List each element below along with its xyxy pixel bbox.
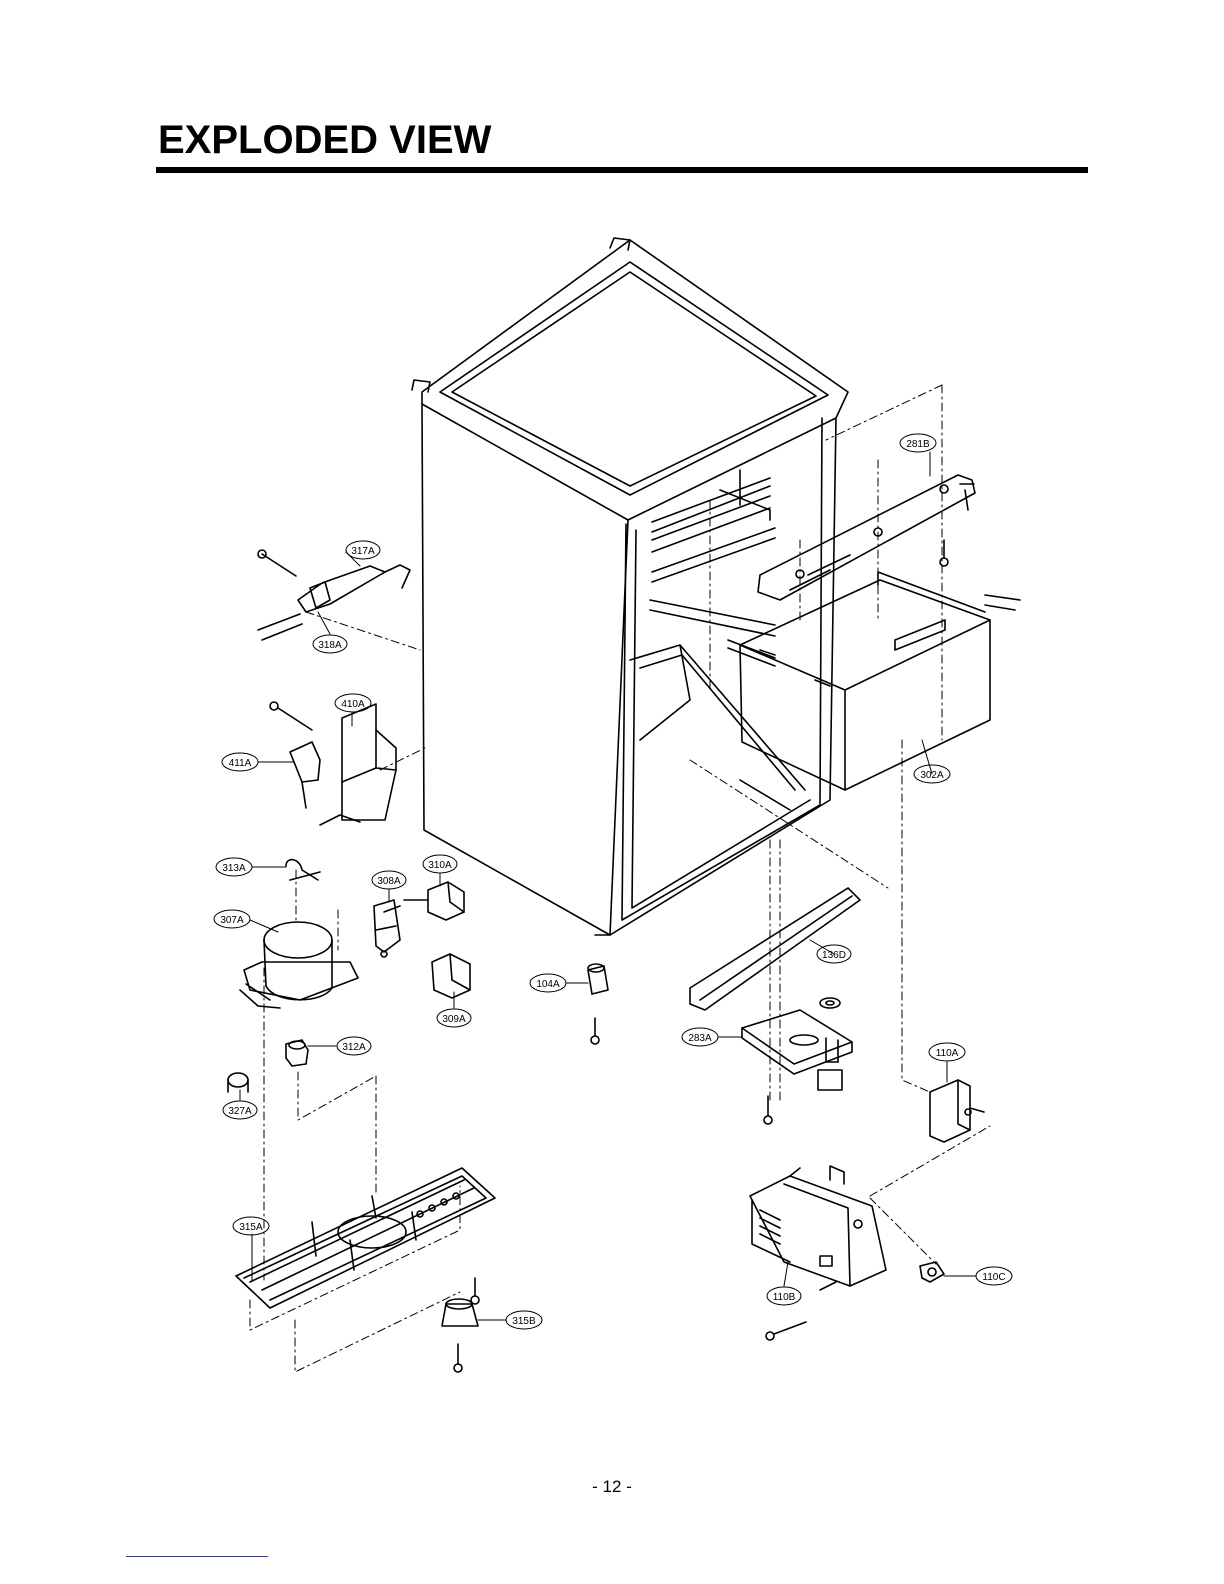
control-box-110b	[750, 1166, 886, 1290]
relay-410a	[270, 702, 396, 825]
label-310a: 310A	[428, 860, 452, 871]
grommet-312a	[286, 1040, 308, 1066]
cover-309a	[432, 954, 470, 998]
label-110a: 110A	[936, 1048, 959, 1059]
label-283a: 283A	[688, 1033, 712, 1044]
label-411a: 411A	[229, 758, 252, 769]
clip-313a	[286, 860, 320, 880]
sensor-317a	[258, 550, 410, 640]
label-308a: 308A	[377, 876, 401, 887]
label-309a: 309A	[442, 1014, 466, 1025]
lower-hinge-283a	[742, 998, 852, 1124]
switch-110a	[930, 1080, 984, 1142]
overload-310a	[404, 882, 464, 920]
foot-104a	[588, 964, 608, 1044]
refrigerator-cabinet	[412, 238, 848, 935]
label-302a: 302A	[920, 770, 944, 781]
label-136d: 136D	[822, 950, 846, 961]
label-307a: 307A	[220, 915, 244, 926]
knob-110c	[920, 1262, 944, 1282]
label-110c: 110C	[982, 1272, 1005, 1283]
freezer-compartment	[740, 572, 1020, 790]
label-110b: 110B	[773, 1292, 796, 1303]
starter-308a	[374, 900, 400, 957]
part-327a	[228, 1073, 248, 1092]
label-315a: 315A	[239, 1222, 263, 1233]
label-317a: 317A	[351, 546, 375, 557]
screw-110b	[766, 1322, 806, 1340]
label-327a: 327A	[228, 1106, 252, 1117]
footer-link-underline[interactable]	[126, 1556, 268, 1557]
label-410a: 410A	[341, 699, 365, 710]
label-315b: 315B	[512, 1316, 536, 1327]
label-312a: 312A	[342, 1042, 366, 1053]
rubber-foot-315b	[442, 1278, 479, 1372]
strip-136d	[690, 888, 860, 1010]
label-313a: 313A	[222, 863, 246, 874]
page-number: - 12 -	[0, 1477, 1224, 1497]
base-plate-315a	[236, 1168, 495, 1308]
compressor-307a	[240, 922, 358, 1008]
label-281b: 281B	[906, 439, 930, 450]
label-104a: 104A	[536, 979, 560, 990]
label-318a: 318A	[318, 640, 342, 651]
